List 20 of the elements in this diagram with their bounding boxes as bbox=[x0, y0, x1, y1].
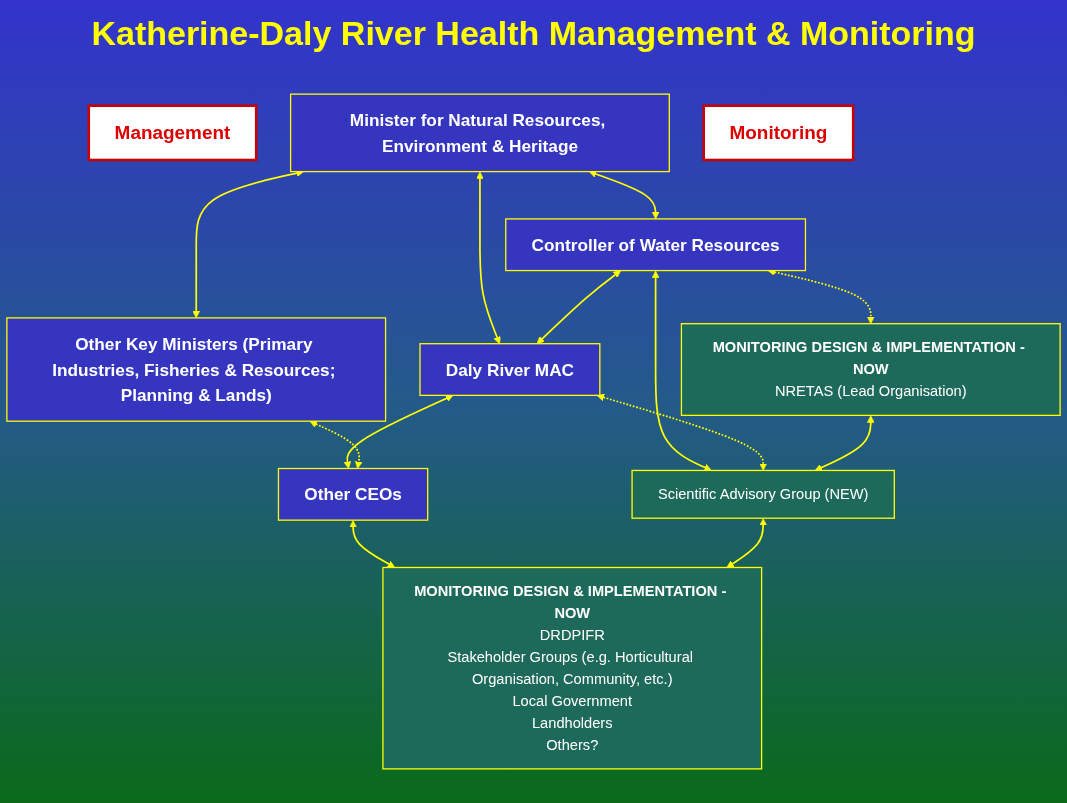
node-box: Management bbox=[87, 103, 258, 161]
arrow bbox=[476, 171, 501, 344]
node-box: Other CEOs bbox=[277, 467, 429, 521]
arrow bbox=[536, 269, 621, 344]
arrow bbox=[596, 393, 767, 471]
diagram-title: Katherine-Daly River Health Management & Monitoring bbox=[91, 14, 976, 53]
node-box: Minister for Natural Resources, Environment & Heritage bbox=[289, 92, 670, 172]
node-box: Controller of Water Resources bbox=[505, 217, 807, 271]
node-box: MONITORING DESIGN & IMPLEMENTATION - NOW DRDPIFR Stakeholder Groups (e.g. Horticultural Organisation, Community, etc.) Local Government Landholders Others? bbox=[382, 566, 763, 770]
arrow bbox=[651, 270, 712, 471]
arrow bbox=[309, 420, 363, 469]
node-box: MONITORING DESIGN & IMPLEMENTATION - NOW NRETAS (Lead Organisation) bbox=[680, 322, 1061, 416]
node-box: Scientific Advisory Group (NEW) bbox=[631, 469, 895, 519]
arrow bbox=[726, 517, 767, 568]
node-box: Daly River MAC bbox=[419, 342, 601, 396]
arrow bbox=[349, 519, 396, 568]
arrow bbox=[343, 394, 454, 469]
node-box: Monitoring bbox=[702, 103, 855, 161]
arrow bbox=[814, 414, 875, 471]
node-box: Other Key Ministers (Primary Industries, Fisheries & Resources; Planning & Lands) bbox=[6, 316, 387, 422]
